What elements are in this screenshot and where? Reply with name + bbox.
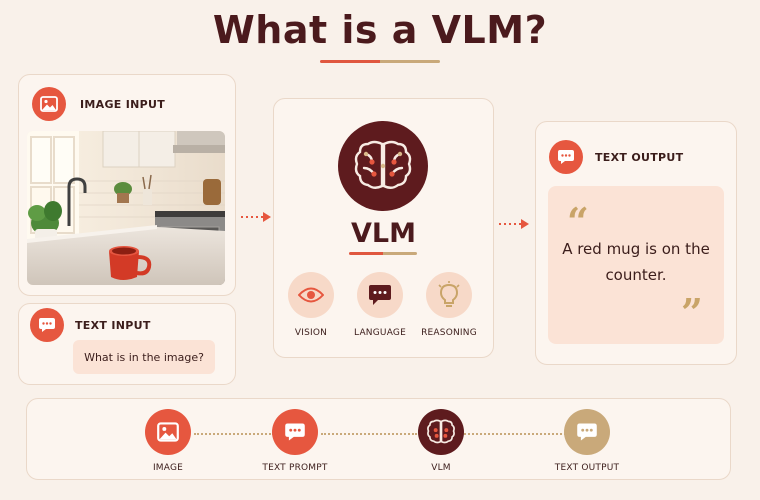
image-icon <box>32 87 66 121</box>
flow-label-text-prompt: TEXT PROMPT <box>262 463 328 473</box>
open-quote-icon: “ <box>567 199 589 244</box>
flow-connector-2 <box>321 433 417 435</box>
kitchen-photo <box>27 131 225 285</box>
flow-connector-1 <box>194 433 274 435</box>
flow-bar <box>26 398 731 480</box>
output-response-box <box>548 186 724 344</box>
flow-label-vlm: VLM <box>431 463 451 473</box>
chat-bubble-icon <box>549 140 583 174</box>
chat-bubble-icon <box>564 409 610 455</box>
page-title: What is a VLM? <box>212 8 548 52</box>
lightbulb-icon <box>426 272 472 318</box>
arrow-vlm-to-output <box>499 219 529 229</box>
image-icon <box>145 409 191 455</box>
text-prompt-value: What is in the image? <box>84 350 204 364</box>
capability-language-label: LANGUAGE <box>354 328 406 338</box>
arrow-input-to-vlm <box>241 212 271 222</box>
brain-icon <box>338 121 428 211</box>
flow-label-image: IMAGE <box>152 463 184 473</box>
text-prompt-box[interactable]: What is in the image? <box>73 340 215 374</box>
capability-vision-label: VISION <box>294 328 328 338</box>
text-input-label: TEXT INPUT <box>75 319 151 332</box>
text-output-label: TEXT OUTPUT <box>595 151 684 164</box>
close-quote-icon: ” <box>681 290 703 335</box>
vlm-title: VLM <box>351 218 416 249</box>
vlm-underline <box>349 252 417 255</box>
brain-icon <box>418 409 464 455</box>
chat-bubble-icon <box>357 272 403 318</box>
eye-icon <box>288 272 334 318</box>
chat-bubble-icon <box>30 308 64 342</box>
capability-reasoning-label: REASONING <box>421 328 477 338</box>
image-input-label: IMAGE INPUT <box>80 98 166 111</box>
output-response-text: A red mug is on the counter. <box>562 240 710 284</box>
chat-bubble-icon <box>272 409 318 455</box>
flow-label-text-output: TEXT OUTPUT <box>554 463 620 473</box>
title-underline <box>320 60 440 63</box>
flow-connector-3 <box>464 433 566 435</box>
